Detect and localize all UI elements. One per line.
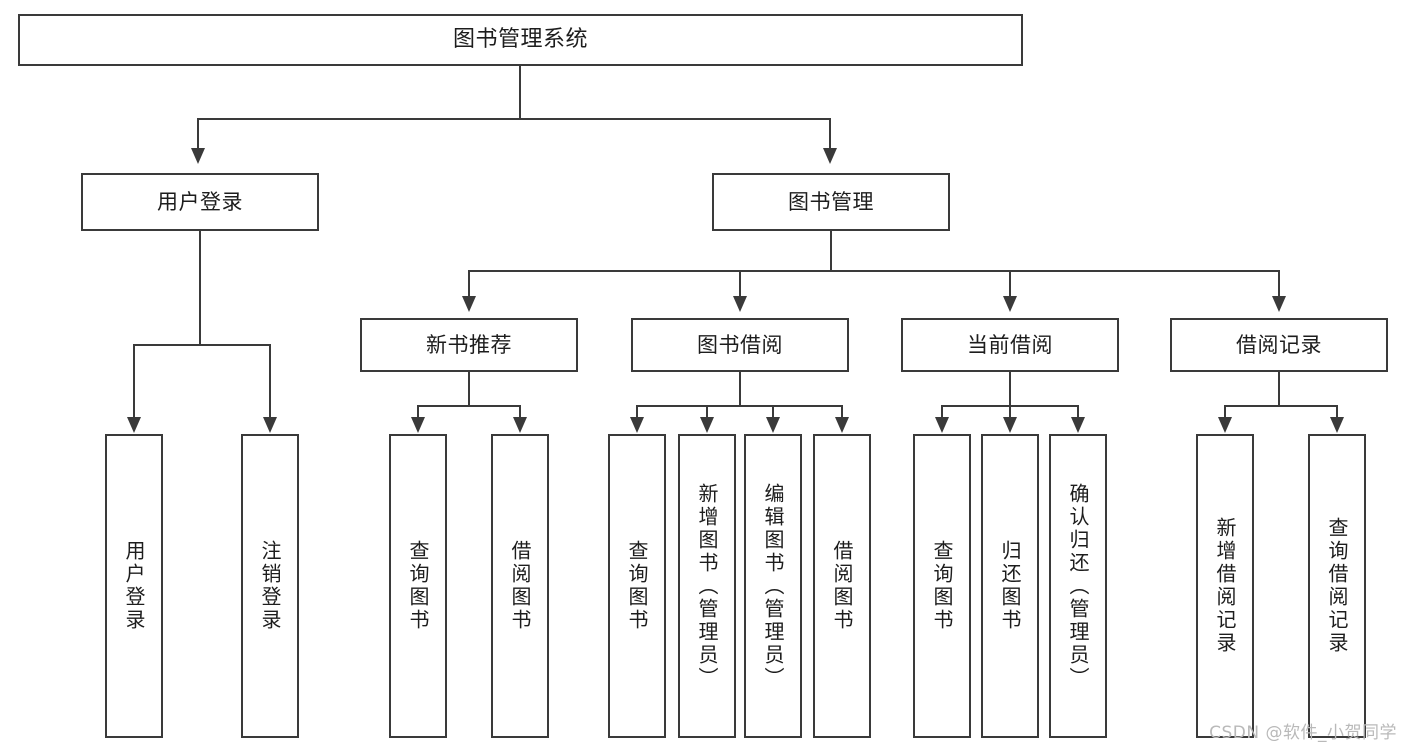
- connector-borrow-record-stem: [1278, 372, 1280, 405]
- connector-user-login-drop-1: [133, 344, 135, 419]
- connector-level2-bar: [468, 270, 1280, 272]
- connector-current-borrow-stem: [1009, 372, 1011, 405]
- leaf-confirm-return-admin[interactable]: 确认归还（管理员）: [1049, 434, 1107, 738]
- arrowhead-leaf-query-book-3: [935, 417, 949, 433]
- connector-book-borrow-drop-4: [841, 405, 843, 419]
- connector-borrow-record-drop-1: [1224, 405, 1226, 419]
- node-label: 确认归还（管理员）: [1066, 482, 1090, 690]
- connector-current-borrow-drop-1: [941, 405, 943, 419]
- connector-root-stem: [519, 66, 521, 118]
- connector-user-login-stem: [199, 231, 201, 344]
- node-label: 归还图书: [998, 540, 1022, 632]
- node-label: 图书管理: [788, 189, 874, 214]
- connector-book-borrow-stem: [739, 372, 741, 405]
- leaf-return-book[interactable]: 归还图书: [981, 434, 1039, 738]
- arrowhead-current-borrow: [1003, 296, 1017, 312]
- arrowhead-book-management: [823, 148, 837, 164]
- arrowhead-leaf-return-book: [1003, 417, 1017, 433]
- node-label: 查询图书: [406, 540, 430, 632]
- node-label: 当前借阅: [967, 332, 1053, 357]
- leaf-user-login[interactable]: 用户登录: [105, 434, 163, 738]
- arrowhead-leaf-borrow-book-1: [513, 417, 527, 433]
- connector-level1-drop-right: [829, 118, 831, 150]
- leaf-add-book-admin[interactable]: 新增图书（管理员）: [678, 434, 736, 738]
- connector-level1-bar: [197, 118, 831, 120]
- connector-level2-drop-4: [1278, 270, 1280, 298]
- arrowhead-leaf-query-book-2: [630, 417, 644, 433]
- arrowhead-leaf-logout: [263, 417, 277, 433]
- arrowhead-borrow-record: [1272, 296, 1286, 312]
- leaf-query-book-borrow[interactable]: 查询图书: [608, 434, 666, 738]
- connector-book-borrow-drop-3: [772, 405, 774, 419]
- node-label: 查询图书: [930, 540, 954, 632]
- node-label: 新增图书（管理员）: [695, 482, 719, 690]
- leaf-query-book-current[interactable]: 查询图书: [913, 434, 971, 738]
- arrowhead-leaf-confirm-return: [1071, 417, 1085, 433]
- connector-book-borrow-bar: [636, 405, 843, 407]
- connector-new-book-stem: [468, 372, 470, 405]
- node-label: 编辑图书（管理员）: [761, 482, 785, 690]
- arrowhead-leaf-borrow-book-2: [835, 417, 849, 433]
- connector-level2-drop-3: [1009, 270, 1011, 298]
- node-label: 借阅图书: [508, 540, 532, 632]
- node-label: 用户登录: [122, 540, 146, 632]
- node-label: 新书推荐: [426, 332, 512, 357]
- arrowhead-book-borrow: [733, 296, 747, 312]
- node-label: 图书管理系统: [452, 27, 588, 53]
- connector-new-book-drop-1: [417, 405, 419, 419]
- node-book-borrow[interactable]: 图书借阅: [631, 318, 849, 372]
- node-root-book-management-system[interactable]: 图书管理系统: [18, 14, 1023, 66]
- arrowhead-leaf-query-book-1: [411, 417, 425, 433]
- node-user-login[interactable]: 用户登录: [81, 173, 319, 231]
- node-label: 查询借阅记录: [1325, 517, 1349, 655]
- leaf-query-borrow-record[interactable]: 查询借阅记录: [1308, 434, 1366, 738]
- connector-current-borrow-drop-2: [1009, 405, 1011, 419]
- connector-current-borrow-drop-3: [1077, 405, 1079, 419]
- leaf-add-borrow-record[interactable]: 新增借阅记录: [1196, 434, 1254, 738]
- node-label: 新增借阅记录: [1213, 517, 1237, 655]
- connector-book-management-stem: [830, 231, 832, 270]
- arrowhead-leaf-user-login: [127, 417, 141, 433]
- node-new-book-recommend[interactable]: 新书推荐: [360, 318, 578, 372]
- connector-level2-drop-1: [468, 270, 470, 298]
- node-borrow-record[interactable]: 借阅记录: [1170, 318, 1388, 372]
- leaf-query-book-new[interactable]: 查询图书: [389, 434, 447, 738]
- connector-user-login-drop-2: [269, 344, 271, 419]
- connector-new-book-drop-2: [519, 405, 521, 419]
- connector-level1-drop-left: [197, 118, 199, 150]
- arrowhead-leaf-add-book: [700, 417, 714, 433]
- arrowhead-leaf-query-record: [1330, 417, 1344, 433]
- connector-borrow-record-drop-2: [1336, 405, 1338, 419]
- connector-book-borrow-drop-2: [706, 405, 708, 419]
- node-label: 查询图书: [625, 540, 649, 632]
- arrowhead-leaf-add-record: [1218, 417, 1232, 433]
- node-label: 用户登录: [157, 189, 243, 214]
- node-book-management[interactable]: 图书管理: [712, 173, 950, 231]
- leaf-borrow-book-new[interactable]: 借阅图书: [491, 434, 549, 738]
- node-label: 借阅图书: [830, 540, 854, 632]
- connector-new-book-bar: [417, 405, 521, 407]
- node-label: 图书借阅: [697, 332, 783, 357]
- leaf-edit-book-admin[interactable]: 编辑图书（管理员）: [744, 434, 802, 738]
- leaf-logout[interactable]: 注销登录: [241, 434, 299, 738]
- leaf-borrow-book[interactable]: 借阅图书: [813, 434, 871, 738]
- node-current-borrow[interactable]: 当前借阅: [901, 318, 1119, 372]
- connector-borrow-record-bar: [1224, 405, 1338, 407]
- arrowhead-leaf-edit-book: [766, 417, 780, 433]
- connector-book-borrow-drop-1: [636, 405, 638, 419]
- arrowhead-user-login: [191, 148, 205, 164]
- node-label: 注销登录: [258, 540, 282, 632]
- arrowhead-new-book-recommend: [462, 296, 476, 312]
- connector-level2-drop-2: [739, 270, 741, 298]
- node-label: 借阅记录: [1236, 332, 1322, 357]
- connector-user-login-bar: [133, 344, 271, 346]
